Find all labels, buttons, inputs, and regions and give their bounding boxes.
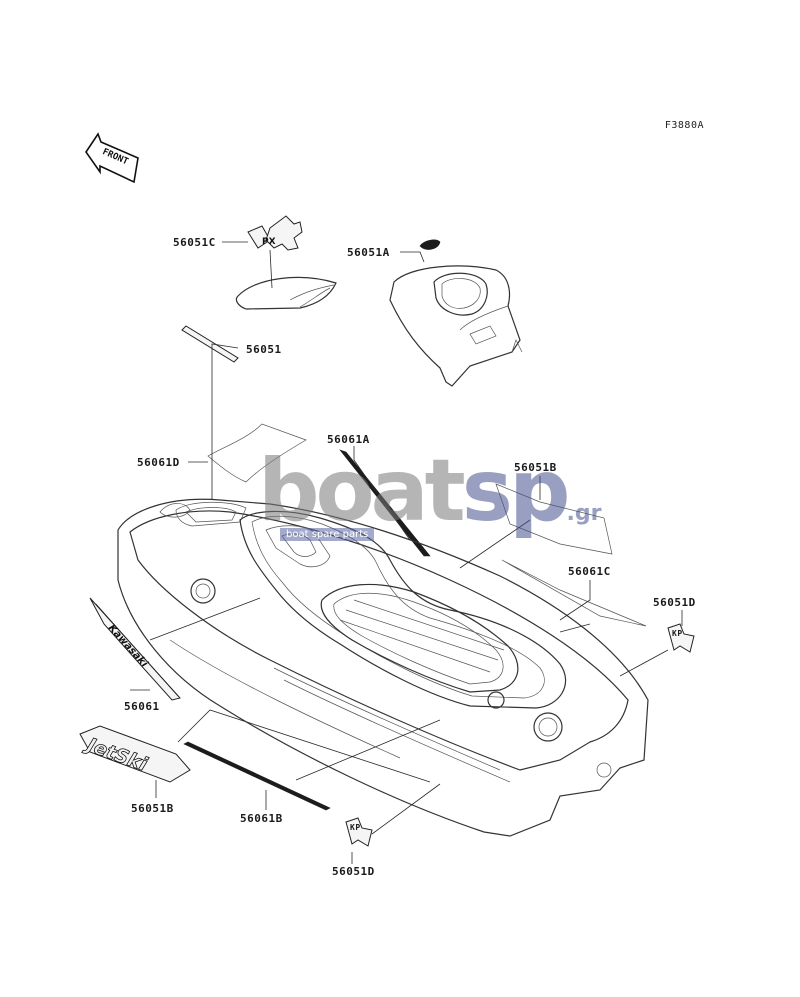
seat-emblem-decal [419, 239, 441, 250]
callout-56051b-upper: 56051B [514, 461, 557, 474]
stripe-decal-56051 [181, 325, 239, 363]
kp-bottom-text: KP [350, 823, 361, 832]
decal-56061d [207, 423, 307, 483]
decal-56051b-upper [495, 483, 613, 555]
callout-56061a: 56061A [327, 433, 370, 446]
kp-decal-bottom [345, 817, 373, 847]
callout-56051: 56051 [246, 343, 282, 356]
leader-lines [130, 241, 683, 864]
front-arrow-icon: FRONT [85, 132, 139, 184]
figure-code: F3880A [664, 120, 704, 131]
callout-56061b: 56061B [240, 812, 283, 825]
kp-right-text: KP [672, 629, 683, 638]
callout-56051a: 56051A [347, 246, 390, 259]
px-decal-text: PX [262, 237, 276, 247]
callout-56051b-lower: 56051B [131, 802, 174, 815]
hood-part [235, 276, 337, 310]
callout-56061c: 56061C [568, 565, 611, 578]
callout-56061d: 56061D [137, 456, 180, 469]
hull-part [117, 498, 649, 837]
kawasaki-decal-text: Kawasaki [106, 623, 150, 670]
callout-56061: 56061 [124, 700, 160, 713]
kawasaki-stripe-decal: Kawasaki [89, 597, 181, 701]
px-decal: PX [247, 215, 303, 251]
callout-56051d-right: 56051D [653, 596, 696, 609]
decal-56061c [501, 559, 647, 627]
decal-56061a [339, 449, 431, 557]
jetski-decal: JetSki [79, 725, 191, 783]
kp-decal-right [667, 623, 695, 653]
seat-part [389, 265, 523, 387]
callout-56051d-bottom: 56051D [332, 865, 375, 878]
callout-56051c: 56051C [173, 236, 216, 249]
decal-56061b [183, 741, 331, 811]
